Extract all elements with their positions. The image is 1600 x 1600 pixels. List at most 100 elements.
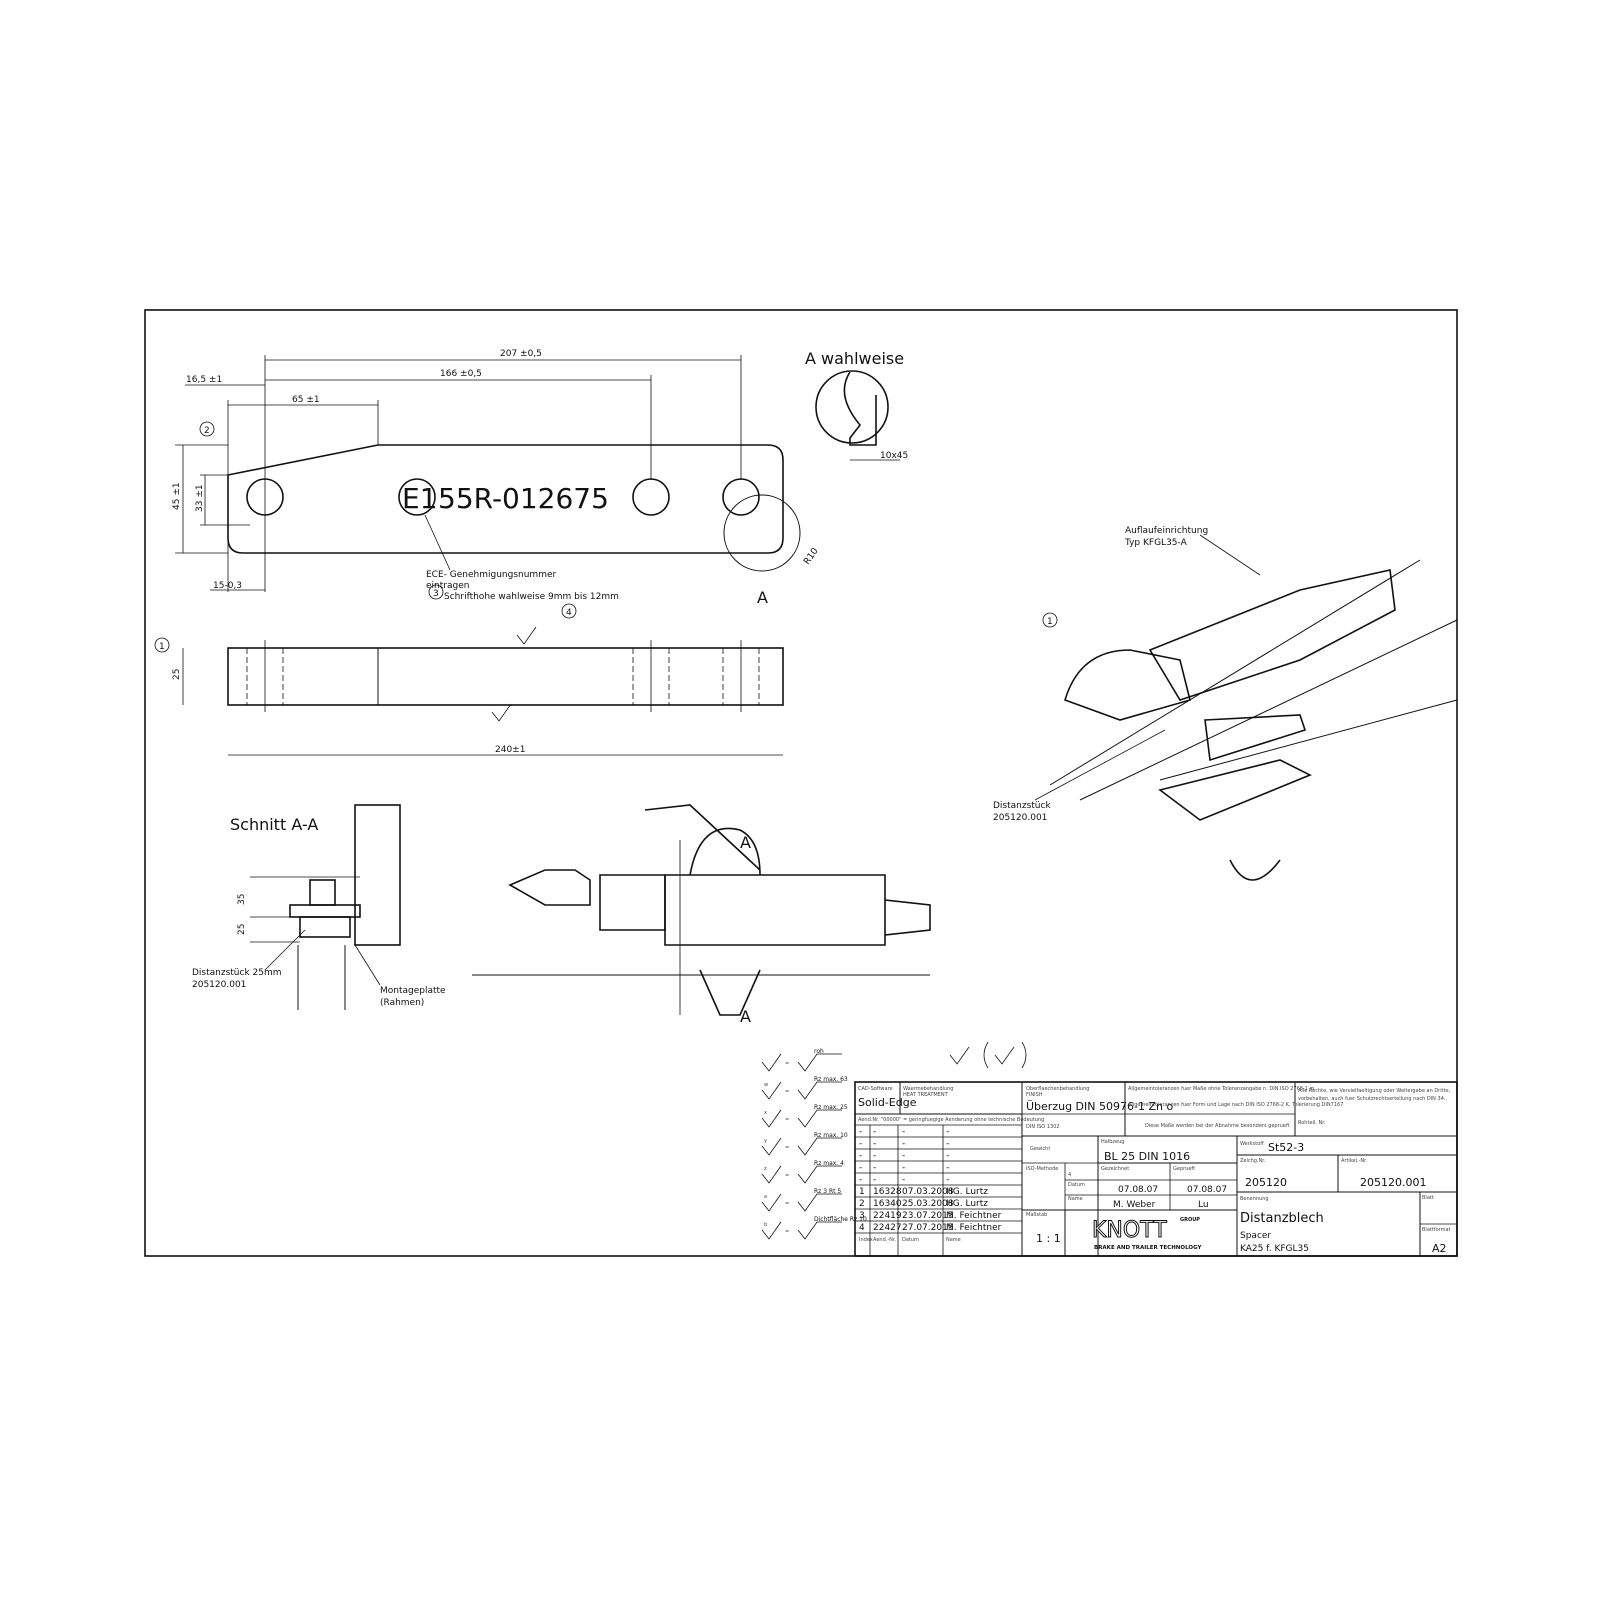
revision-header: Datum — [902, 1237, 919, 1243]
semi-product: BL 25 DIN 1016 — [1104, 1150, 1190, 1163]
section-arrow-top: A — [740, 833, 751, 852]
revision-cell: - — [859, 1127, 862, 1137]
engraving-e1: E1 — [402, 482, 438, 515]
check-note: Diese Maße werden bei der Abnahme besond… — [1145, 1123, 1290, 1129]
svg-text:Dichtfläche Rz 10: Dichtfläche Rz 10 — [814, 1216, 867, 1223]
revision-row: ---- — [859, 1127, 949, 1137]
surface-symbol-icon — [797, 1165, 842, 1184]
iso-spacer-label: Distanzstück — [993, 801, 1051, 811]
revision-row: ---- — [859, 1163, 949, 1173]
revision-cell: - — [902, 1175, 905, 1185]
revision-cell: - — [902, 1163, 905, 1173]
drawing-frame — [144, 309, 1458, 1257]
plate-top-view: 207 ±0,5 166 ±0,5 65 ±1 16,5 ±1 15-0,3 4… — [172, 349, 821, 607]
revision-cell: 3 — [859, 1211, 865, 1221]
surface-symbol-icon — [797, 1053, 842, 1072]
surface-legend-row: w=Rz max. 63 — [761, 1076, 848, 1100]
surface-symbol-general — [949, 1046, 970, 1065]
scale: 1 : 1 — [1036, 1232, 1061, 1245]
revision-cell: - — [946, 1127, 949, 1137]
cad-software: Solid-Edge — [858, 1096, 917, 1109]
revision-cell: - — [873, 1139, 876, 1149]
revision-row: ---- — [859, 1139, 949, 1149]
revision-cell: - — [873, 1163, 876, 1173]
raw-label: Rohteil. Nr. — [1298, 1120, 1326, 1126]
iso-coupling-type: Typ KFGL35-A — [1124, 538, 1188, 548]
revision-cell: - — [859, 1139, 862, 1149]
svg-text:3: 3 — [433, 589, 439, 599]
revision-row: ---- — [859, 1151, 949, 1161]
svg-text:=: = — [785, 1229, 789, 1235]
svg-text:Rz max. 25: Rz max. 25 — [814, 1104, 848, 1111]
svg-text:=: = — [785, 1061, 789, 1067]
dim-207: 207 ±0,5 — [500, 349, 542, 359]
revision-cell: M. Feichtner — [946, 1223, 1002, 1233]
svg-text:1: 1 — [159, 642, 165, 652]
sheet-label: Blatt — [1422, 1195, 1434, 1201]
revision-cell: 4 — [859, 1223, 865, 1233]
iso-coupling-label: Auflaufeinrichtung — [1125, 526, 1208, 536]
iso-spacer-number: 205120.001 — [993, 813, 1047, 823]
surface-legend-row: =roh — [761, 1048, 842, 1072]
svg-text:4: 4 — [566, 608, 572, 618]
tolerance-1: Allgemeintoleranzen fuer Maße ohne Toler… — [1128, 1086, 1315, 1092]
svg-text:b: b — [764, 1222, 767, 1228]
surface-symbol-icon — [797, 1109, 842, 1128]
drawing-number: 205120 — [1245, 1176, 1287, 1189]
surface-sub: FINISH — [1026, 1092, 1043, 1098]
surface-label: Oberflaechenbehandlung — [1026, 1086, 1089, 1092]
drawn-date: 07.08.07 — [1118, 1185, 1158, 1195]
revision-cell: - — [902, 1139, 905, 1149]
detail-title: A wahlweise — [805, 349, 904, 368]
dim-240: 240±1 — [495, 745, 525, 755]
revision-cell: - — [946, 1163, 949, 1173]
surface-symbol-icon — [761, 1053, 782, 1072]
revision-header: Name — [946, 1237, 961, 1243]
section-spacer-label: Distanzstück 25mm — [192, 968, 282, 978]
name-title-label: Benennung — [1240, 1196, 1269, 1202]
cad-label: CAD-Software — [858, 1086, 893, 1092]
surface-symbol-icon — [761, 1221, 782, 1240]
semi-label: Halbzeug — [1101, 1139, 1124, 1145]
plate-side-view: 25 240±1 — [172, 626, 784, 756]
section-arrow-bottom: A — [740, 1007, 751, 1026]
article-label: Artikel.-Nr. — [1341, 1158, 1368, 1164]
iso-method: 4 — [1068, 1172, 1071, 1178]
dim-15: 15-0,3 — [213, 581, 242, 591]
tolerance-2: Allgemeintoleranzen fuer Form und Lage n… — [1128, 1102, 1343, 1108]
din-ref: DIN ISO 1302 — [1026, 1124, 1060, 1130]
revision-cell: 07.03.2008 — [902, 1187, 954, 1197]
part-application: KA25 f. KFGL35 — [1240, 1244, 1309, 1254]
revision-row: ---- — [859, 1175, 949, 1185]
surface-symbol-icon — [761, 1137, 782, 1156]
svg-text:z: z — [764, 1166, 767, 1172]
dim-s35: 35 — [237, 894, 247, 905]
dim-16-5: 16,5 ±1 — [186, 375, 222, 385]
iso-label: ISO-Methode — [1026, 1166, 1058, 1172]
surface-symbol-icon — [797, 1081, 842, 1100]
section-spacer-number: 205120.001 — [192, 980, 246, 990]
drawn-name: M. Weber — [1113, 1200, 1156, 1210]
logo-subtitle: BRAKE AND TRAILER TECHNOLOGY — [1094, 1245, 1202, 1251]
surface-symbol-icon — [797, 1137, 842, 1156]
revision-header: Index — [859, 1237, 873, 1243]
detail-a-circle — [723, 494, 801, 572]
surface-symbol-icon — [761, 1081, 782, 1100]
section-title: Schnitt A-A — [230, 815, 318, 834]
revision-cell: 23.07.2015 — [902, 1211, 954, 1221]
dim-166: 166 ±0,5 — [440, 369, 482, 379]
svg-text:=: = — [785, 1173, 789, 1179]
revision-cell: 2 — [859, 1199, 865, 1209]
heat-sub: HEAT TREATMENT — [903, 1092, 949, 1098]
format-label: Blattformat — [1422, 1227, 1451, 1233]
ece-note-2: eintragen — [426, 581, 469, 591]
revision-cell: 22419 — [873, 1211, 902, 1221]
coupling-isometric-view: Auflaufeinrichtung Typ KFGL35-A Distanzs… — [993, 526, 1458, 881]
surface-symbol-icon — [761, 1109, 782, 1128]
revision-cell: - — [946, 1175, 949, 1185]
